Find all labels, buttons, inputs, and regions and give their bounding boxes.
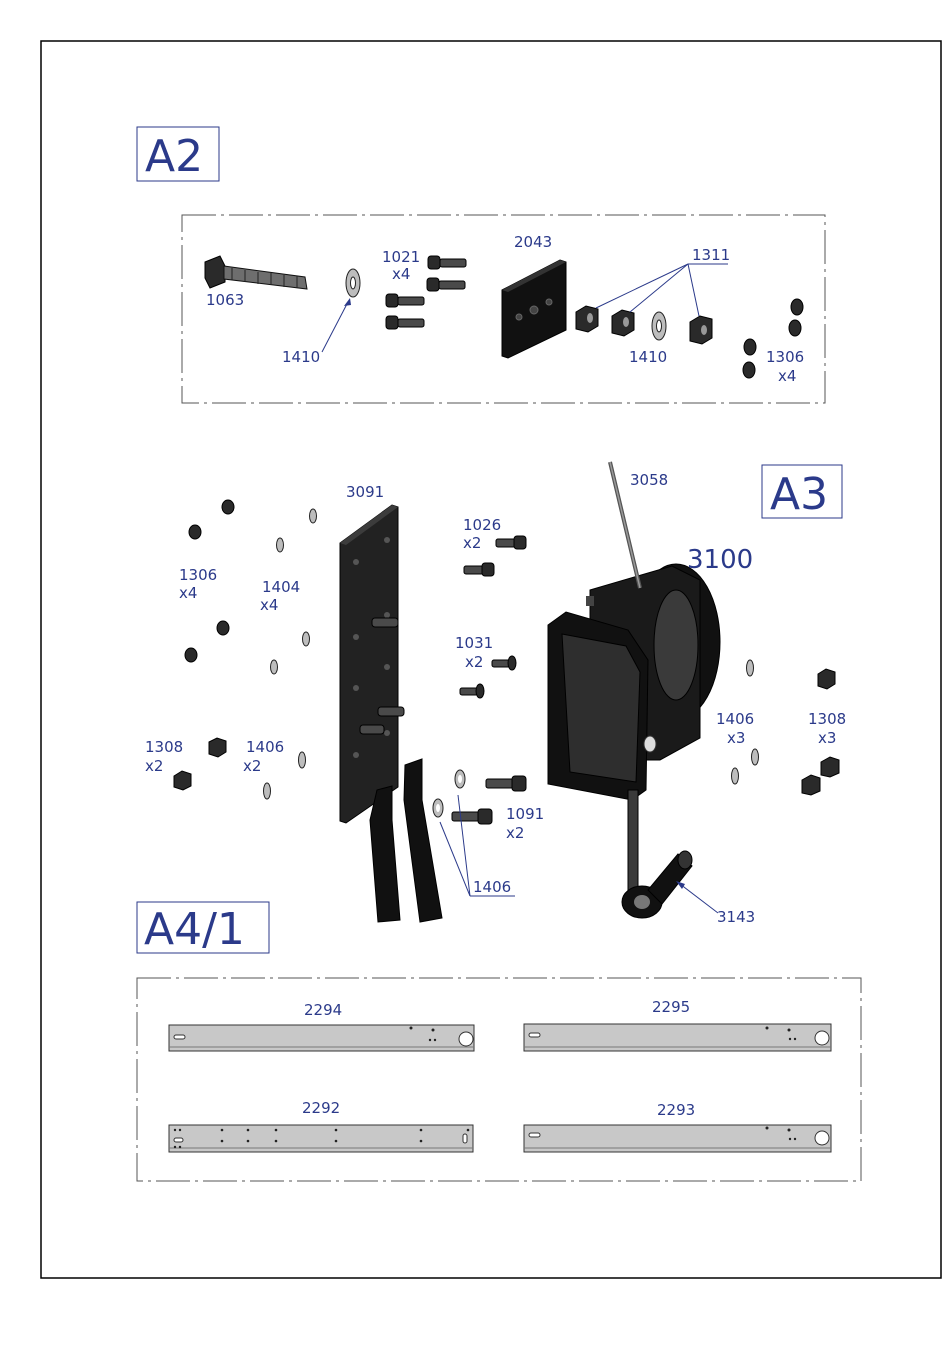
label-3100: 3100 — [687, 545, 753, 575]
label-1031-qty: x2 — [465, 653, 483, 671]
handle-3143 — [622, 790, 692, 918]
rail-2293 — [524, 1125, 831, 1152]
label-2293: 2293 — [657, 1101, 695, 1119]
nuts-1311 — [576, 306, 712, 344]
label-1306-a2: 1306 — [766, 348, 804, 366]
label-1406-bottom: 1406 — [473, 878, 511, 896]
label-1406-right-qty: x3 — [727, 729, 745, 747]
label-1308-right-qty: x3 — [818, 729, 836, 747]
washers-1406-left — [264, 752, 306, 799]
label-1311: 1311 — [692, 246, 730, 264]
section-a2: A2 1063 1410 1021 x4 — [137, 127, 825, 403]
sheet-border — [41, 41, 941, 1278]
label-1026-qty: x2 — [463, 534, 481, 552]
plate-3091 — [340, 505, 404, 823]
label-1091-qty: x2 — [506, 824, 524, 842]
label-1091: 1091 — [506, 805, 544, 823]
label-1021: 1021 — [382, 248, 420, 266]
winch-3100 — [548, 462, 720, 800]
label-1026: 1026 — [463, 516, 501, 534]
label-1308-left-qty: x2 — [145, 757, 163, 775]
label-1031: 1031 — [455, 634, 493, 652]
label-1308-right: 1308 — [808, 710, 846, 728]
label-1410-a: 1410 — [282, 348, 320, 366]
section-a4-title: A4/1 — [144, 904, 245, 955]
label-3143: 3143 — [717, 908, 755, 926]
section-a3-title: A3 — [770, 469, 828, 520]
label-1410-b: 1410 — [629, 348, 667, 366]
rail-2295 — [524, 1024, 831, 1051]
label-1406-right: 1406 — [716, 710, 754, 728]
rail-2294 — [169, 1025, 474, 1051]
label-1021-qty: x4 — [392, 265, 410, 283]
label-1306-a3-qty: x4 — [179, 584, 197, 602]
label-3058: 3058 — [630, 471, 668, 489]
label-2043: 2043 — [514, 233, 552, 251]
section-a2-title: A2 — [145, 131, 203, 182]
section-a3: A3 3091 1306 x4 — [145, 462, 846, 926]
rail-2292 — [169, 1125, 473, 1152]
label-1406-left-qty: x2 — [243, 757, 261, 775]
label-2292: 2292 — [302, 1099, 340, 1117]
label-1306-a2-qty: x4 — [778, 367, 796, 385]
label-1308-left: 1308 — [145, 738, 183, 756]
label-1306-a3: 1306 — [179, 566, 217, 584]
label-3091: 3091 — [346, 483, 384, 501]
section-a4: A4/1 2294 2295 — [137, 902, 861, 1181]
plate-2043 — [502, 260, 566, 358]
label-2294: 2294 — [304, 1001, 342, 1019]
label-2295: 2295 — [652, 998, 690, 1016]
label-1406-left: 1406 — [246, 738, 284, 756]
label-1063: 1063 — [206, 291, 244, 309]
bolt-1063 — [205, 256, 307, 289]
label-1404-qty: x4 — [260, 596, 278, 614]
label-1404: 1404 — [262, 578, 300, 596]
